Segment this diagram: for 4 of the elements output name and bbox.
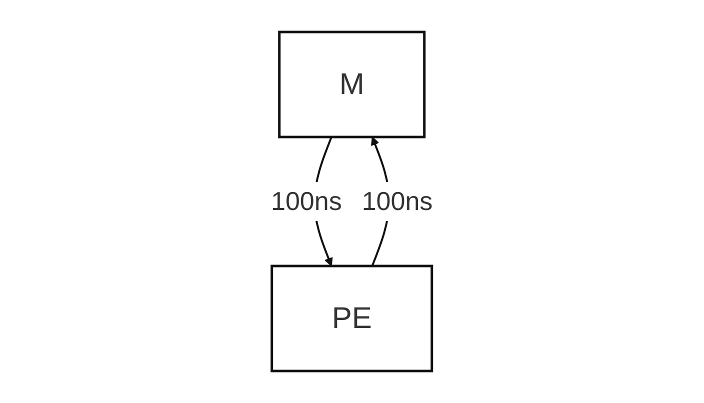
node-box: PE <box>270 264 434 372</box>
edge-label: 100ns <box>271 186 342 216</box>
node-box: M <box>278 30 426 138</box>
edge-label: 100ns <box>362 186 433 216</box>
